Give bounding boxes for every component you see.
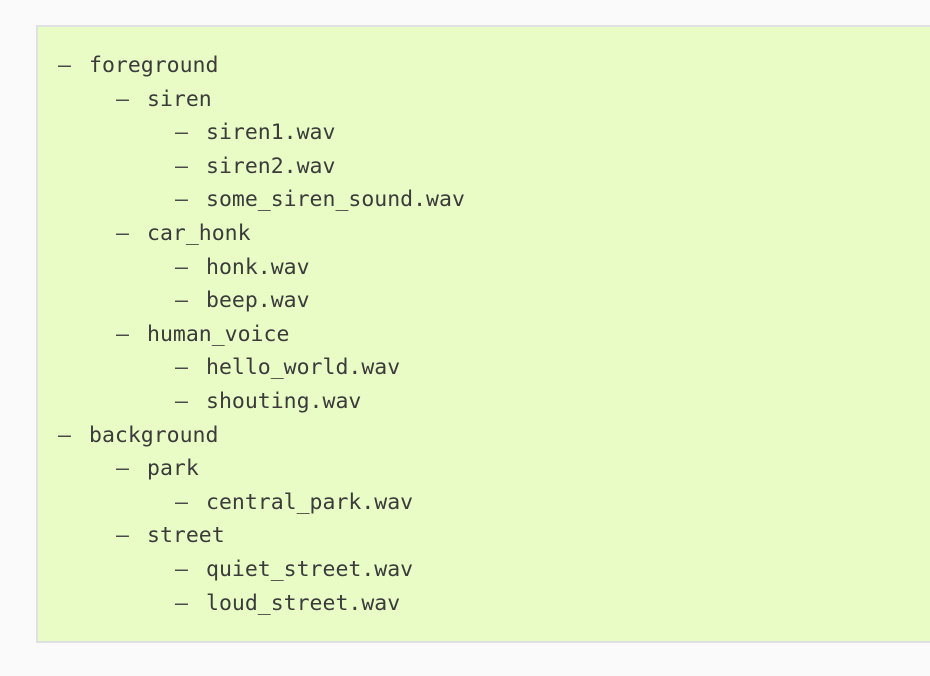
tree-item-label: hello_world.wav (206, 355, 401, 381)
tree-item-label: human_voice (147, 321, 290, 347)
tree-item[interactable]: –siren2.wav (38, 150, 930, 184)
tree-bullet-dash-icon: – (116, 86, 129, 112)
tree-item[interactable]: –some_siren_sound.wav (38, 183, 930, 217)
tree-item-label: background (89, 422, 219, 448)
tree-item-label: loud_street.wav (206, 590, 401, 616)
tree-bullet-dash-icon: – (58, 53, 71, 78)
tree-item[interactable]: –park (38, 452, 930, 486)
tree-item[interactable]: –beep.wav (38, 284, 930, 318)
tree-item-label: street (147, 523, 225, 549)
tree-item-label: siren1.wav (206, 120, 336, 146)
tree-item-label: honk.wav (206, 254, 310, 280)
tree-item[interactable]: –quiet_street.wav (38, 553, 930, 587)
tree-bullet-dash-icon: – (175, 288, 188, 314)
tree-item[interactable]: –siren (38, 83, 930, 117)
tree-bullet-dash-icon: – (175, 355, 188, 381)
tree-bullet-dash-icon: – (175, 120, 188, 146)
tree-item[interactable]: –honk.wav (38, 251, 930, 285)
tree-bullet-dash-icon: – (175, 489, 188, 515)
tree-item[interactable]: –hello_world.wav (38, 351, 930, 385)
tree-item[interactable]: –human_voice (38, 318, 930, 352)
tree-item[interactable]: –central_park.wav (38, 486, 930, 520)
tree-item[interactable]: –siren1.wav (38, 116, 930, 150)
tree-item-label: beep.wav (206, 288, 310, 314)
tree-bullet-dash-icon: – (116, 456, 129, 482)
tree-bullet-dash-icon: – (175, 187, 188, 213)
tree-item[interactable]: –loud_street.wav (38, 587, 930, 621)
tree-item-label: some_siren_sound.wav (206, 187, 465, 213)
tree-item[interactable]: –foreground (38, 49, 930, 83)
tree-item-label: foreground (89, 53, 219, 78)
tree-item-label: quiet_street.wav (206, 556, 414, 582)
tree-item[interactable]: –street (38, 519, 930, 553)
tree-item[interactable]: –car_honk (38, 217, 930, 251)
tree-item-label: park (147, 456, 199, 482)
tree-item-label: central_park.wav (206, 489, 414, 515)
tree-bullet-dash-icon: – (175, 556, 188, 582)
tree-bullet-dash-icon: – (175, 254, 188, 280)
tree-bullet-dash-icon: – (116, 220, 129, 246)
tree-bullet-dash-icon: – (58, 422, 71, 448)
tree-item-label: shouting.wav (206, 388, 362, 414)
tree-bullet-dash-icon: – (175, 590, 188, 616)
file-tree-panel: –foreground–siren–siren1.wav–siren2.wav–… (36, 25, 930, 643)
tree-item-label: siren (147, 86, 212, 112)
file-tree-list: –foreground–siren–siren1.wav–siren2.wav–… (38, 27, 930, 620)
tree-bullet-dash-icon: – (116, 321, 129, 347)
tree-item-label: siren2.wav (206, 153, 336, 179)
tree-bullet-dash-icon: – (175, 153, 188, 179)
tree-item-label: car_honk (147, 220, 251, 246)
tree-item[interactable]: –background (38, 419, 930, 453)
tree-item[interactable]: –shouting.wav (38, 385, 930, 419)
tree-bullet-dash-icon: – (175, 388, 188, 414)
tree-bullet-dash-icon: – (116, 523, 129, 549)
